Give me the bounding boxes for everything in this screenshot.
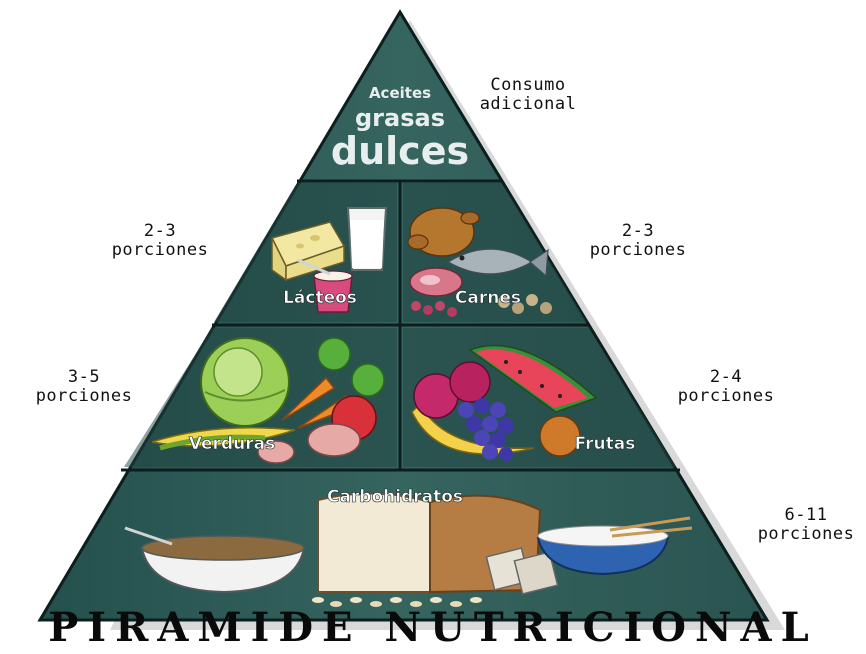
top-serving-line2: adicional	[468, 95, 588, 114]
dairy-serving-note: 2-3 porciones	[100, 222, 220, 260]
vegetables-serving-unit: porciones	[24, 387, 144, 406]
dairy-serving-range: 2-3	[100, 222, 220, 241]
page-title: PIRAMIDE NUTRICIONAL	[0, 604, 866, 651]
lettuce-icon	[201, 338, 289, 426]
vegetables-label: Verduras	[189, 434, 275, 454]
carbs-serving-note: 6-11 porciones	[750, 506, 862, 544]
top-tier-label-3: dulces	[331, 129, 469, 173]
carbs-serving-unit: porciones	[750, 525, 862, 544]
meat-serving-unit: porciones	[578, 241, 698, 260]
carbs-serving-range: 6-11	[750, 506, 862, 525]
dairy-serving-unit: porciones	[100, 241, 220, 260]
fruits-serving-range: 2-4	[666, 368, 786, 387]
meat-serving-range: 2-3	[578, 222, 698, 241]
top-serving-line1: Consumo	[468, 76, 588, 95]
top-serving-note: Consumo adicional	[468, 76, 588, 114]
milk-glass-icon	[348, 208, 386, 270]
meat-serving-note: 2-3 porciones	[578, 222, 698, 260]
vegetables-serving-note: 3-5 porciones	[24, 368, 144, 406]
dairy-label: Lácteos	[283, 288, 357, 308]
top-tier-label-2: grasas	[355, 104, 445, 132]
fruits-serving-unit: porciones	[666, 387, 786, 406]
top-tier-label-1: Aceites	[369, 84, 431, 102]
vegetables-serving-range: 3-5	[24, 368, 144, 387]
meat-label: Carnes	[455, 288, 521, 308]
carbs-label: Carbohidratos	[327, 487, 463, 507]
fruits-serving-note: 2-4 porciones	[666, 368, 786, 406]
fruits-label: Frutas	[575, 434, 636, 454]
